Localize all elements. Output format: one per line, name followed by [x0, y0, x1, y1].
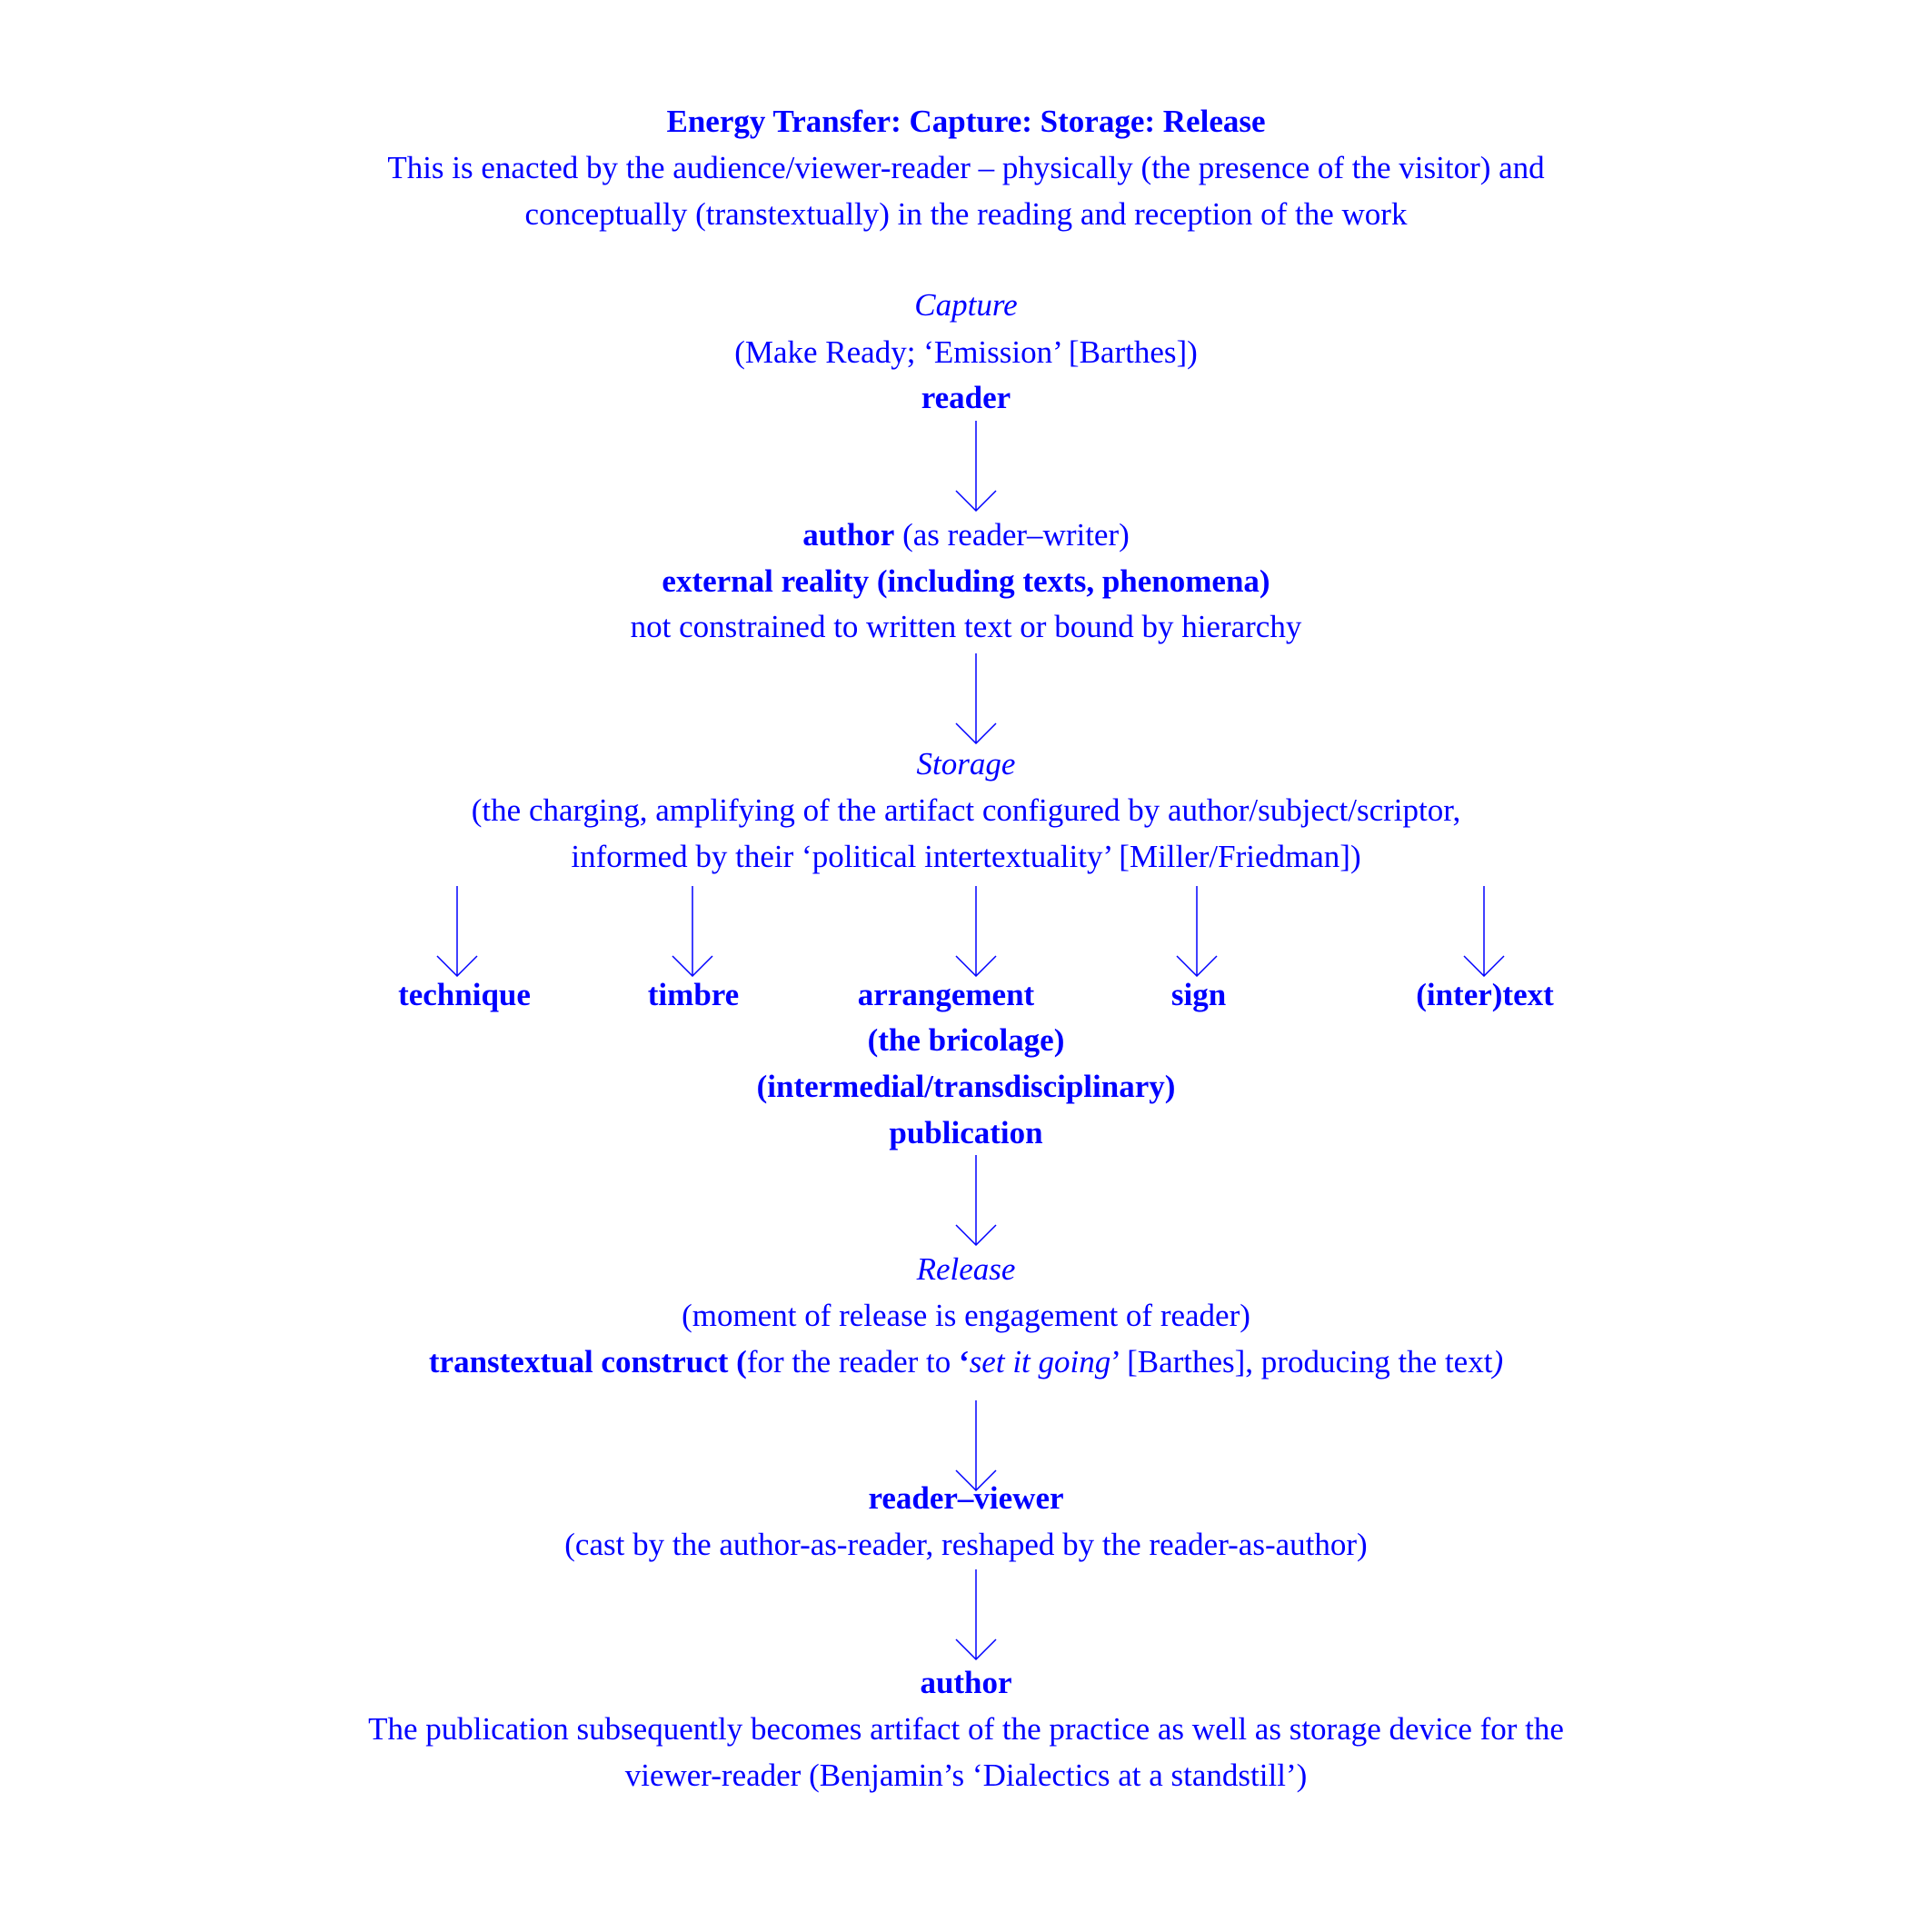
construct-text-2: [Barthes], producing the text: [1119, 1344, 1493, 1379]
intro-line-2: conceptually (transtextually) in the rea…: [524, 196, 1408, 232]
node-final-author: author: [920, 1665, 1012, 1700]
node-publication: publication: [889, 1115, 1043, 1150]
storage-line-1: (the charging, amplifying of the artifac…: [471, 792, 1461, 828]
construct-label: transtextual construct (: [428, 1344, 747, 1379]
transtextual-construct: transtextual construct (for the reader t…: [0, 1339, 1932, 1385]
arrow-down-icon: [953, 1155, 999, 1246]
branch-technique: technique: [398, 977, 531, 1012]
release-note: (moment of release is engagement of read…: [682, 1298, 1250, 1333]
node-reader: reader: [921, 380, 1011, 415]
final-line-1: The publication subsequently becomes art…: [368, 1711, 1564, 1747]
branch-arrangement: arrangement: [857, 977, 1035, 1012]
construct-end: ): [1492, 1344, 1504, 1379]
quote-open: ‘: [959, 1344, 970, 1379]
arrow-down-icon: [953, 421, 999, 512]
arrow-down-icon: [670, 886, 715, 977]
intermedial: (intermedial/transdisciplinary): [756, 1069, 1176, 1104]
node-reader-viewer: reader–viewer: [868, 1480, 1064, 1516]
intro-line-1: This is enacted by the audience/viewer-r…: [387, 150, 1545, 185]
branch-sign: sign: [1170, 977, 1227, 1012]
branch-timbre: timbre: [647, 977, 740, 1012]
author-label: author: [802, 517, 895, 553]
diagram-title: Energy Transfer: Capture: Storage: Relea…: [666, 104, 1266, 139]
storage-line-2: informed by their ‘political intertextua…: [571, 839, 1361, 874]
arrow-down-icon: [953, 886, 999, 977]
external-reality: external reality (including texts, pheno…: [662, 563, 1270, 599]
construct-text: for the reader to: [746, 1344, 960, 1379]
author-qualifier: (as reader–writer): [894, 517, 1130, 553]
arrow-down-icon: [953, 653, 999, 744]
arrow-down-icon: [953, 1569, 999, 1660]
quote-close: ’: [1110, 1344, 1120, 1379]
storage-heading: Storage: [916, 746, 1016, 782]
set-it-going: set it going: [969, 1344, 1111, 1379]
release-heading: Release: [916, 1251, 1016, 1287]
reader-viewer-note: (cast by the author-as-reader, reshaped …: [564, 1527, 1368, 1562]
external-reality-note: not constrained to written text or bound…: [630, 609, 1302, 644]
node-author: author (as reader–writer): [0, 513, 1932, 558]
arrow-down-icon: [1174, 886, 1220, 977]
branch-intertext: (inter)text: [1416, 977, 1554, 1012]
bricolage: (the bricolage): [867, 1022, 1065, 1058]
arrow-down-icon: [434, 886, 480, 977]
arrow-down-icon: [953, 1400, 999, 1491]
capture-heading: Capture: [914, 287, 1018, 323]
capture-note: (Make Ready; ‘Emission’ [Barthes]): [734, 334, 1198, 370]
arrow-down-icon: [1461, 886, 1507, 977]
final-line-2: viewer-reader (Benjamin’s ‘Dialectics at…: [624, 1758, 1308, 1793]
